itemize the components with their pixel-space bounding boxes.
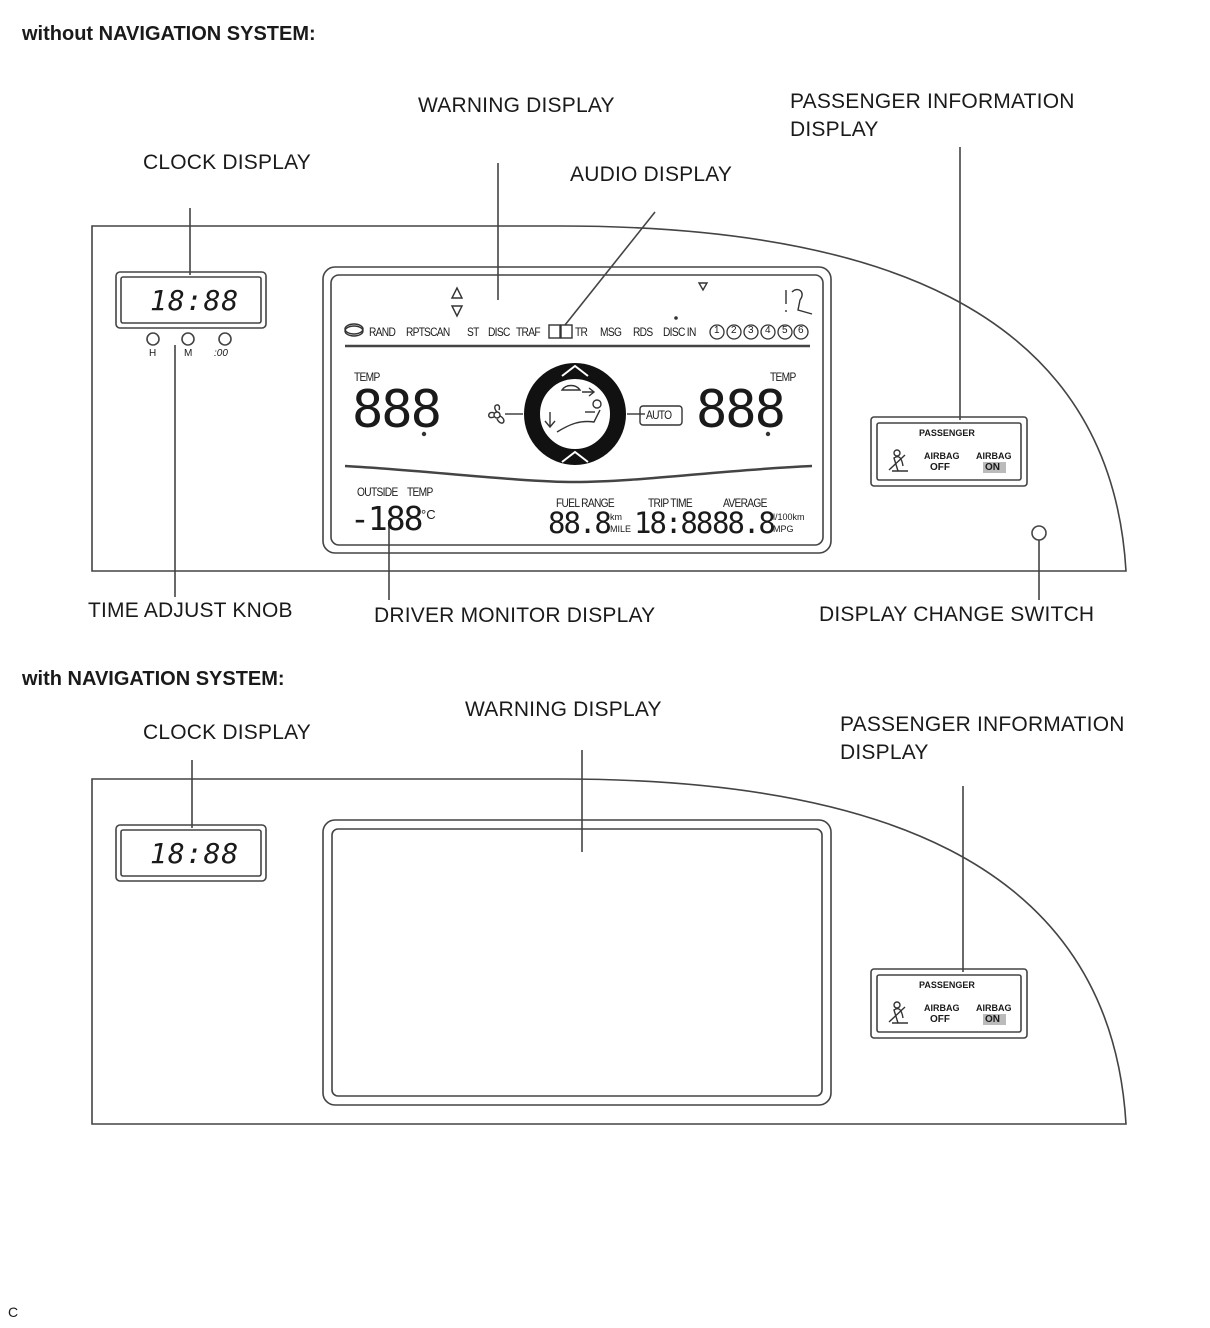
bottom-airbag-on-state: ON	[985, 1014, 1000, 1025]
audio-st: ST	[467, 325, 479, 339]
audio-traf: TRAF	[516, 325, 541, 339]
knob-h	[146, 332, 160, 346]
top-passenger-bezel	[870, 416, 1028, 487]
fuel-unit-mile: MILE	[610, 524, 632, 534]
fuel-range-label: FUEL RANGE	[556, 496, 615, 510]
top-airbag-on-label: AIRBAG	[976, 451, 1012, 461]
top-airbag-off-label: AIRBAG	[924, 451, 960, 461]
callout-display-change-switch: DISPLAY CHANGE SWITCH	[819, 603, 1095, 626]
bottom-clock-bezel	[115, 824, 267, 882]
average-unit-l100km: l/100km	[773, 512, 805, 522]
top-passenger-title: PASSENGER	[919, 428, 975, 438]
top-clock-readout: 18:88	[150, 284, 240, 317]
outside-temp-value: -188	[350, 499, 423, 538]
callout-passenger-info-nav-line1: PASSENGER INFORMATION	[840, 713, 1125, 736]
top-airbag-on-state: ON	[985, 462, 1000, 473]
bottom-passenger-title: PASSENGER	[919, 980, 975, 990]
outside-label: OUTSIDE	[357, 485, 398, 499]
bottom-panel-outline	[91, 778, 1127, 1125]
audio-disc-in: DISC IN	[663, 325, 696, 339]
section-heading-with-nav: with NAVIGATION SYSTEM:	[22, 668, 285, 690]
average-unit-mpg: MPG	[773, 524, 794, 534]
temp-right-label: TEMP	[770, 370, 796, 384]
audio-scan: SCAN	[424, 325, 450, 339]
callout-clock-display: CLOCK DISPLAY	[143, 151, 311, 174]
bottom-airbag-off-state: OFF	[930, 1014, 950, 1025]
audio-tr: TR	[575, 325, 588, 339]
disc-number-5: 5	[782, 325, 788, 336]
average-label: AVERAGE	[723, 496, 767, 510]
section-heading-without-nav: without NAVIGATION SYSTEM:	[22, 23, 316, 45]
knob-label-h: H	[149, 348, 157, 359]
average-value: 88.8	[712, 506, 776, 540]
audio-rds: RDS	[633, 325, 653, 339]
audio-rpt: RPT	[406, 325, 425, 339]
temp-left-value: 888	[352, 380, 442, 440]
outside-temp-label: TEMP	[407, 485, 433, 499]
disc-number-3: 3	[748, 325, 754, 336]
trip-time-value: 18:88	[634, 506, 713, 540]
callout-driver-monitor-display: DRIVER MONITOR DISPLAY	[374, 604, 656, 627]
audio-rand: RAND	[369, 325, 396, 339]
disc-number-2: 2	[731, 325, 737, 336]
bottom-passenger-bezel	[870, 968, 1028, 1039]
display-change-switch	[1031, 525, 1047, 541]
knob-label-00: :00	[214, 348, 228, 359]
disc-number-1: 1	[714, 325, 720, 336]
knob-m	[181, 332, 195, 346]
fuel-range-value: 88.8	[548, 506, 612, 540]
bottom-clock-readout: 18:88	[150, 837, 240, 870]
audio-disc: DISC	[488, 325, 510, 339]
callout-warning-display-nav: WARNING DISPLAY	[465, 698, 662, 721]
footer-code: C	[8, 1304, 19, 1320]
callout-warning-display: WARNING DISPLAY	[418, 94, 615, 117]
nav-screen-bezel	[322, 819, 832, 1106]
callout-clock-display-nav: CLOCK DISPLAY	[143, 721, 311, 744]
climate-ring	[524, 363, 626, 465]
disc-number-4: 4	[765, 325, 771, 336]
temp-left-label: TEMP	[354, 370, 380, 384]
knob-00	[218, 332, 232, 346]
callout-passenger-info-nav-line2: DISPLAY	[840, 741, 929, 764]
callout-passenger-info-line2: DISPLAY	[790, 118, 879, 141]
callout-passenger-info-line1: PASSENGER INFORMATION	[790, 90, 1075, 113]
fuel-unit-km: km	[610, 512, 622, 522]
callout-time-adjust-knob: TIME ADJUST KNOB	[88, 599, 293, 622]
bottom-airbag-on-label: AIRBAG	[976, 1003, 1012, 1013]
bottom-airbag-off-label: AIRBAG	[924, 1003, 960, 1013]
trip-time-label: TRIP TIME	[648, 496, 693, 510]
disc-number-6: 6	[798, 325, 804, 336]
outside-temp-unit: °C	[421, 507, 436, 522]
callout-audio-display: AUDIO DISPLAY	[570, 163, 733, 186]
knob-label-m: M	[184, 348, 193, 359]
temp-right-value: 888	[696, 380, 786, 440]
nav-screen	[331, 828, 823, 1097]
audio-msg: MSG	[600, 325, 622, 339]
auto-indicator: AUTO	[646, 408, 672, 422]
top-airbag-off-state: OFF	[930, 462, 950, 473]
top-clock-bezel	[115, 271, 267, 329]
main-lcd-bezel	[322, 266, 832, 554]
